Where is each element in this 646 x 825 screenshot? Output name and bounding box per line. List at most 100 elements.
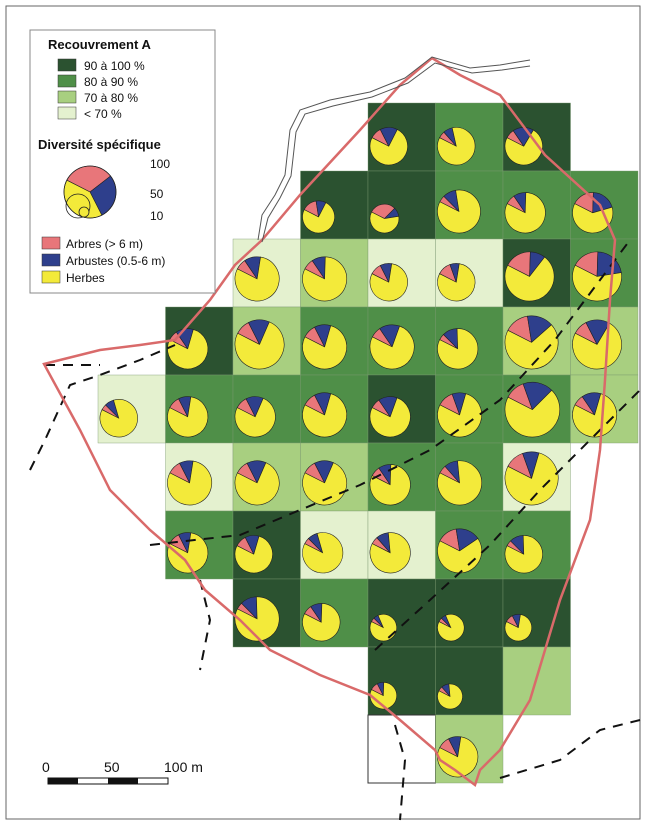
plot-pie bbox=[234, 319, 285, 370]
pie-slice-herbs bbox=[167, 329, 209, 370]
pie-slice-herbs bbox=[369, 681, 398, 710]
pie-slice-herbs bbox=[302, 325, 347, 370]
road-north bbox=[257, 56, 531, 241]
legend-pie-outline-100 bbox=[63, 165, 117, 219]
pie-slice-herbs bbox=[369, 532, 411, 574]
legend-layer-shrubs: Arbustes (0.5-6 m) bbox=[66, 254, 165, 268]
pie-slice-herbs bbox=[437, 263, 476, 302]
map-frame bbox=[5, 5, 641, 820]
pie-slice-herbs bbox=[572, 322, 622, 370]
scale-label-100m: 100 m bbox=[164, 759, 203, 775]
scale-bar-segment-1 bbox=[48, 778, 78, 784]
plot-pie bbox=[572, 319, 622, 370]
legend-layer-trees: Arbres (> 6 m) bbox=[66, 237, 143, 251]
pie-slice-trees bbox=[371, 203, 396, 219]
legend-coverage-90-100: 90 à 100 % bbox=[84, 59, 145, 73]
plot-pie bbox=[504, 381, 561, 438]
plot-pie bbox=[437, 263, 476, 302]
plot-pie bbox=[437, 528, 482, 574]
pie-slice-herbs bbox=[437, 460, 482, 506]
legend-pie-100 bbox=[63, 165, 117, 219]
pie-slice-herbs bbox=[369, 129, 408, 166]
plot-pie bbox=[437, 328, 479, 370]
plot-pie bbox=[234, 460, 280, 506]
plot-pie bbox=[572, 392, 617, 438]
dashed-paths bbox=[29, 239, 641, 821]
legend-swatch-trees bbox=[41, 236, 61, 250]
pie-slice-herbs bbox=[504, 256, 555, 302]
plot-pie bbox=[167, 396, 209, 438]
plot-pie bbox=[369, 324, 415, 370]
legend-swatch-lt70 bbox=[57, 106, 77, 120]
pie-slice-herbs bbox=[437, 614, 465, 642]
legend-swatch-80-90 bbox=[57, 74, 77, 88]
pie-slice-herbs bbox=[369, 614, 398, 642]
legend-coverage-title: Recouvrement A bbox=[48, 37, 151, 52]
plot-pie bbox=[369, 464, 411, 506]
plot-pie bbox=[437, 736, 479, 778]
pie-slice-herbs bbox=[234, 256, 280, 302]
pie-slice-herbs bbox=[437, 127, 476, 166]
pie-slice-herbs bbox=[504, 614, 532, 642]
plot-pie bbox=[504, 192, 546, 234]
plot-pie bbox=[504, 251, 555, 302]
legend-pie-outline-10 bbox=[78, 206, 90, 218]
pie-slice-herbs bbox=[302, 393, 347, 438]
pie-slice-herbs bbox=[369, 263, 408, 302]
dashed-path-diagonal-2 bbox=[374, 389, 641, 651]
plot-pie bbox=[167, 532, 209, 574]
pie-slice-herbs bbox=[302, 202, 335, 234]
pie-slice-herbs bbox=[167, 396, 209, 438]
plot-pie bbox=[504, 613, 532, 642]
legend-swatch-70-80 bbox=[57, 90, 77, 104]
pie-slice-herbs bbox=[437, 538, 482, 574]
legend-swatch-90-100 bbox=[57, 58, 77, 72]
pie-slice-herbs bbox=[437, 328, 479, 370]
pie-slice-herbs bbox=[234, 535, 273, 574]
legend-box bbox=[29, 29, 216, 294]
plot-pie bbox=[302, 392, 347, 438]
pie-slice-herbs bbox=[572, 264, 622, 302]
plot-pie bbox=[234, 396, 276, 438]
pie-slice-herbs bbox=[234, 462, 280, 506]
pie-slice-herbs bbox=[504, 452, 559, 506]
plot-pie bbox=[369, 263, 408, 302]
plot-pie bbox=[234, 535, 273, 574]
plot-pie bbox=[234, 596, 280, 642]
pie-slice-herbs bbox=[437, 736, 479, 778]
plot-pie bbox=[369, 532, 411, 574]
plot-pie bbox=[437, 127, 476, 166]
plot-pie bbox=[302, 256, 348, 302]
pie-slice-herbs bbox=[437, 189, 481, 234]
plot-pie bbox=[437, 683, 463, 710]
pie-slice-herbs bbox=[504, 192, 546, 234]
dashed-path-bottom bbox=[394, 724, 407, 821]
plot-pie bbox=[167, 460, 213, 506]
dashed-path-main bbox=[29, 344, 176, 471]
plot-pie bbox=[167, 328, 209, 370]
legend-layer-herbs: Herbes bbox=[66, 271, 105, 285]
pie-slice-herbs bbox=[369, 464, 411, 506]
scale-bar-segment-2 bbox=[108, 778, 138, 784]
dashed-path-diagonal-1 bbox=[149, 239, 631, 546]
pie-slice-herbs bbox=[302, 256, 348, 302]
legend-coverage-lt70: < 70 % bbox=[84, 107, 122, 121]
scale-bar: 0 50 100 m bbox=[42, 759, 203, 785]
pie-slice-herbs bbox=[302, 532, 344, 574]
pie-slice-herbs bbox=[437, 683, 463, 710]
plot-pie bbox=[302, 460, 347, 506]
legend-diversity-50: 50 bbox=[150, 187, 164, 201]
plot-pie bbox=[369, 127, 408, 166]
legend-swatch-herbs bbox=[41, 270, 61, 284]
plot-pie bbox=[572, 251, 622, 302]
legend-coverage-80-90: 80 à 90 % bbox=[84, 75, 138, 89]
pie-slice-herbs bbox=[572, 393, 617, 438]
pie-slice-herbs bbox=[437, 393, 482, 438]
legend-diversity-10: 10 bbox=[150, 209, 164, 223]
plot-pie bbox=[437, 460, 482, 506]
pie-slice-herbs bbox=[302, 603, 341, 642]
pie-slice-herbs bbox=[369, 325, 415, 370]
plot-pie bbox=[369, 614, 398, 642]
dashed-path-bottom-right bbox=[499, 719, 641, 779]
